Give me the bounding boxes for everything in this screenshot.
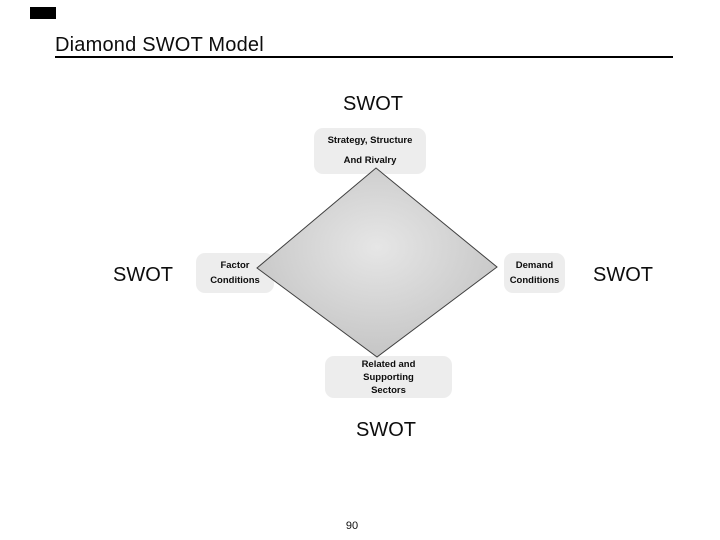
node-line: Conditions (509, 275, 560, 286)
page-number: 90 (345, 520, 359, 532)
node-line: And Rivalry (343, 155, 397, 166)
node-factor-conditions: Factor Conditions (196, 253, 274, 293)
node-line: Related and (361, 358, 416, 370)
node-related-supporting-sectors: Related and Supporting Sectors (325, 356, 452, 398)
node-line: Conditions (210, 275, 260, 286)
swot-label-top: SWOT (343, 93, 403, 115)
node-line: Factor (220, 260, 250, 271)
swot-label-right: SWOT (593, 264, 653, 286)
node-line: Supporting (363, 371, 414, 383)
swot-label-bottom: SWOT (356, 419, 416, 441)
title-underline (55, 56, 673, 58)
node-demand-conditions: Demand Conditions (504, 253, 565, 293)
node-line: Sectors (371, 384, 406, 396)
node-line: Strategy, Structure (327, 135, 413, 146)
node-strategy-structure-rivalry: Strategy, Structure And Rivalry (314, 128, 426, 174)
page-title: Diamond SWOT Model (55, 34, 264, 56)
diamond-polygon (256, 167, 498, 358)
top-left-marker (30, 7, 56, 19)
swot-label-left: SWOT (113, 264, 173, 286)
node-line: Demand (515, 260, 554, 271)
